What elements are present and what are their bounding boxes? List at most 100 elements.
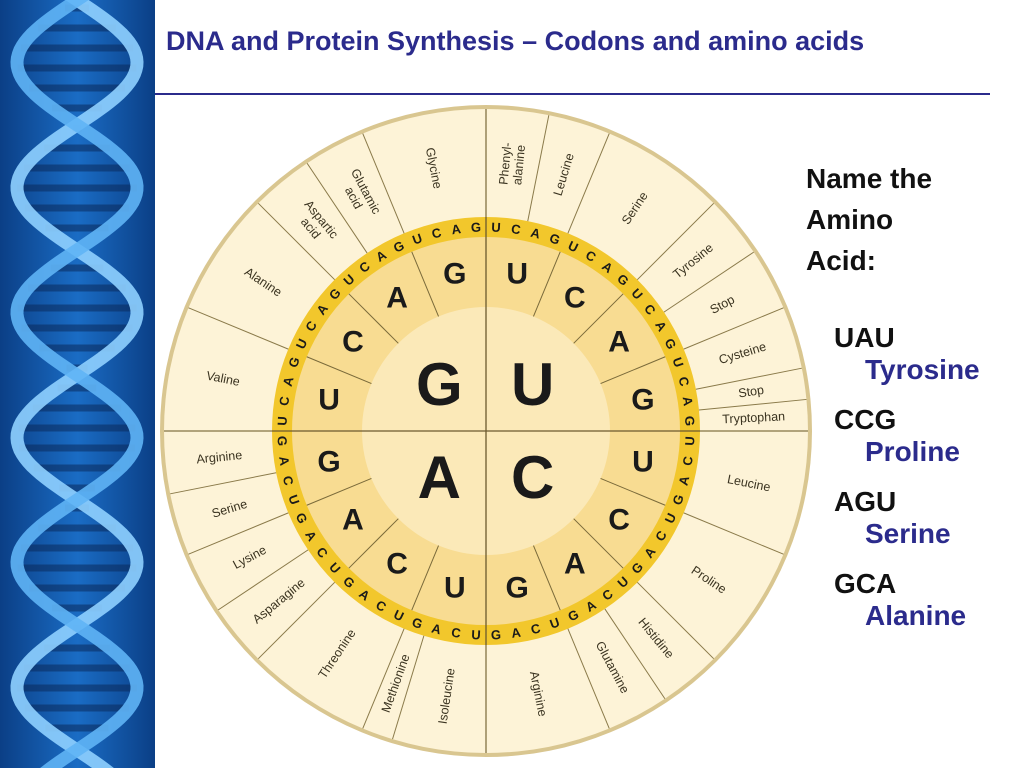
amino-acid-divider — [392, 635, 425, 740]
third-base-letter: C — [430, 225, 443, 242]
amino-acid-divider — [188, 307, 289, 350]
amino-acid-answer: Proline — [865, 436, 960, 467]
third-base-letter: C — [280, 474, 297, 487]
third-base-letter: G — [471, 220, 482, 235]
amino-acid-divider — [636, 581, 715, 660]
first-base-letter: C — [511, 444, 554, 511]
amino-acid-divider — [698, 398, 807, 411]
second-base-divider — [306, 477, 372, 506]
amino-acid-divider — [604, 608, 666, 700]
second-base-letter: A — [608, 326, 630, 359]
third-base-letter: G — [669, 492, 687, 507]
second-base-letter: G — [631, 383, 654, 416]
amino-acid-divider — [695, 367, 802, 390]
answer-item: UAU Tyrosine — [834, 322, 980, 386]
second-base-divider — [573, 518, 624, 569]
amino-acid-answer: Tyrosine — [865, 354, 980, 385]
amino-acid-divider — [567, 628, 610, 729]
third-base-letter: U — [682, 436, 697, 446]
third-base-letter: U — [491, 220, 501, 235]
codon: UAU — [834, 322, 895, 353]
third-base-letter: G — [410, 614, 425, 632]
second-base-divider — [573, 293, 624, 344]
amino-acid-divider — [257, 581, 336, 660]
second-base-letter: G — [443, 258, 466, 291]
third-base-letter: A — [280, 374, 297, 387]
answer-item: AGU Serine — [834, 486, 951, 550]
amino-acid-divider — [188, 512, 289, 555]
third-base-letter: G — [547, 230, 562, 248]
third-base-letter: A — [276, 455, 292, 467]
third-base-letter: C — [675, 375, 692, 388]
amino-acid-label: Stop — [737, 383, 765, 401]
amino-acid-divider — [567, 133, 610, 234]
amino-acid-label: Asparticacid — [291, 198, 341, 251]
second-base-letter: A — [342, 503, 364, 536]
second-base-letter: A — [386, 281, 408, 314]
amino-acid-label: Tryptophan — [722, 409, 785, 426]
amino-acid-divider — [257, 202, 336, 281]
amino-acid-divider — [683, 307, 784, 350]
answer-item: CCG Proline — [834, 404, 960, 468]
second-base-divider — [411, 545, 440, 611]
second-base-divider — [600, 356, 666, 385]
dna-helix-decoration — [0, 0, 155, 768]
third-base-letter: A — [450, 221, 462, 237]
amino-acid-divider — [306, 162, 368, 254]
question-line: Name the — [806, 163, 933, 194]
second-base-divider — [306, 356, 372, 385]
amino-acid-divider — [527, 115, 550, 222]
third-base-letter: U — [275, 416, 290, 426]
third-base-letter: A — [510, 625, 522, 641]
first-base-letter: U — [511, 351, 554, 418]
second-base-divider — [600, 477, 666, 506]
first-base-letter: G — [416, 351, 463, 418]
second-base-letter: U — [506, 258, 528, 291]
second-base-letter: U — [444, 571, 466, 604]
amino-acid-divider — [636, 202, 715, 281]
amino-acid-answer: Alanine — [865, 600, 967, 631]
answer-item: GCA Alanine — [834, 568, 966, 632]
second-base-divider — [532, 545, 561, 611]
second-base-letter: G — [506, 571, 529, 604]
second-base-divider — [348, 518, 399, 569]
third-base-letter: A — [529, 225, 542, 242]
third-base-letter: G — [275, 436, 290, 447]
codon: GCA — [834, 568, 897, 599]
third-base-letter: C — [450, 625, 462, 641]
amino-acid-divider — [170, 472, 277, 495]
amino-acid-divider — [362, 133, 405, 234]
second-base-divider — [348, 293, 399, 344]
third-base-letter: C — [276, 395, 292, 407]
third-base-letter: G — [285, 355, 303, 370]
amino-acid-label: Valine — [205, 369, 241, 389]
amino-acid-label: Arginine — [196, 448, 243, 466]
second-base-letter: G — [317, 446, 340, 479]
second-base-letter: U — [632, 446, 654, 479]
third-base-letter: G — [682, 416, 697, 427]
second-base-letter: C — [342, 326, 364, 359]
second-base-letter: U — [318, 383, 340, 416]
third-base-letter: A — [430, 620, 443, 637]
codon: CCG — [834, 404, 897, 435]
question-text: Name the Amino Acid: — [806, 158, 1016, 281]
slide-title: DNA and Protein Synthesis – Codons and a… — [166, 26, 865, 56]
amino-acid-divider — [663, 251, 755, 313]
second-base-letter: C — [564, 281, 586, 314]
second-base-letter: A — [564, 548, 586, 581]
first-base-letter: A — [418, 444, 461, 511]
third-base-letter: A — [680, 395, 696, 407]
amino-acid-divider — [362, 628, 405, 729]
codon: AGU — [834, 486, 897, 517]
third-base-letter: C — [510, 221, 522, 237]
amino-acid-label: Phenyl-alanine — [496, 142, 528, 187]
third-base-letter: U — [471, 627, 481, 642]
second-base-letter: C — [608, 503, 630, 536]
second-base-letter: C — [386, 548, 408, 581]
title-divider — [155, 93, 990, 95]
amino-acid-divider — [217, 549, 309, 611]
question-line: Amino — [806, 204, 894, 235]
third-base-letter: A — [675, 474, 692, 487]
second-base-divider — [532, 251, 561, 317]
